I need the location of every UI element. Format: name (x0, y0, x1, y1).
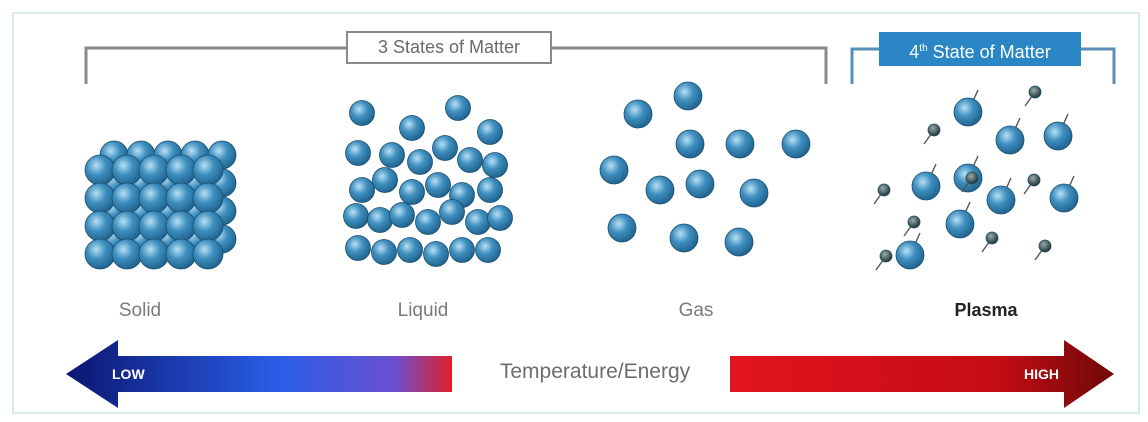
high-label: HIGH (1024, 366, 1059, 382)
liquid-particle (349, 177, 375, 203)
plasma-ion (945, 209, 975, 239)
solid-particle (84, 182, 116, 214)
solid-particle (192, 182, 224, 214)
three-states-bracket-right (552, 46, 828, 84)
solid-particle (84, 238, 116, 270)
liquid-particle (477, 119, 503, 145)
low-label: LOW (112, 366, 145, 382)
plasma-ion (1043, 121, 1073, 151)
liquid-particle (477, 177, 503, 203)
liquid-particle (439, 199, 465, 225)
plasma-ion (895, 240, 925, 270)
gas-label: Gas (678, 300, 714, 321)
liquid-particle (425, 172, 451, 198)
gas-particle (673, 81, 703, 111)
liquid-particle (487, 205, 513, 231)
solid-particle (84, 210, 116, 242)
plasma-electron (907, 215, 921, 229)
liquid-particle (465, 209, 491, 235)
plasma-electron (1038, 239, 1052, 253)
plasma-label: Plasma (954, 300, 1018, 320)
high-arrow (730, 340, 1114, 408)
gas-particle (669, 223, 699, 253)
liquid-particle (367, 207, 393, 233)
gas-particle (623, 99, 653, 129)
liquid-particle (389, 202, 415, 228)
gas-particle (725, 129, 755, 159)
solid-particle (138, 210, 170, 242)
gas-particle (675, 129, 705, 159)
gas-particle (599, 155, 629, 185)
liquid-particle (343, 203, 369, 229)
liquid-particle (345, 140, 371, 166)
fourth-state-bracket (850, 47, 879, 84)
plasma-ion (986, 185, 1016, 215)
plasma-electron (985, 231, 999, 245)
solid-particle (111, 182, 143, 214)
liquid-particle (372, 167, 398, 193)
solid-particle (138, 182, 170, 214)
plasma-electron (1028, 85, 1042, 99)
plasma-ion (1049, 183, 1079, 213)
solid-particle (192, 210, 224, 242)
liquid-particle (399, 115, 425, 141)
liquid-particle (345, 235, 371, 261)
gas-particle (739, 178, 769, 208)
gas-particle (724, 227, 754, 257)
three-states-bracket (84, 46, 346, 84)
liquid-particle (475, 237, 501, 263)
solid-particle (165, 182, 197, 214)
liquid-particle (371, 239, 397, 265)
solid-particle (138, 154, 170, 186)
fourth-state-bracket-right (1081, 47, 1116, 84)
solid-particle (165, 154, 197, 186)
solid-particle (111, 154, 143, 186)
liquid-particle (397, 237, 423, 263)
solid-particle (84, 154, 116, 186)
liquid-particle (407, 149, 433, 175)
plasma-electron (877, 183, 891, 197)
gas-particle (607, 213, 637, 243)
gas-particle (685, 169, 715, 199)
gas-particle (781, 129, 811, 159)
liquid-particle (379, 142, 405, 168)
plasma-ion (953, 97, 983, 127)
fourth-state-label: 4th State of Matter (879, 32, 1081, 66)
solid-label: Solid (118, 300, 162, 321)
liquid-particle (432, 135, 458, 161)
liquid-particle (457, 147, 483, 173)
solid-particle (165, 238, 197, 270)
fourth-state-superscript: th (919, 43, 928, 54)
fourth-state-text: State of Matter (927, 42, 1051, 62)
liquid-particle (399, 179, 425, 205)
fourth-state-number: 4 (909, 42, 920, 62)
solid-particle (138, 238, 170, 270)
three-states-label: 3 States of Matter (346, 31, 552, 64)
solid-particle (111, 210, 143, 242)
liquid-particle (482, 152, 508, 178)
liquid-particle (415, 209, 441, 235)
solid-particle (165, 210, 197, 242)
solid-particle (192, 238, 224, 270)
liquid-particle (445, 95, 471, 121)
plasma-electron (927, 123, 941, 137)
temperature-label: Temperature/Energy (499, 360, 691, 383)
solid-particle (192, 154, 224, 186)
liquid-particle (349, 100, 375, 126)
solid-particle (111, 238, 143, 270)
plasma-electron (1027, 173, 1041, 187)
plasma-electron (879, 249, 893, 263)
gas-particle (645, 175, 675, 205)
liquid-particle (423, 241, 449, 267)
liquid-label: Liquid (397, 300, 449, 321)
liquid-particle (449, 237, 475, 263)
frame-border (12, 12, 1140, 414)
plasma-ion (995, 125, 1025, 155)
low-arrow (66, 340, 452, 408)
plasma-ion (911, 171, 941, 201)
plasma-electron (965, 171, 979, 185)
